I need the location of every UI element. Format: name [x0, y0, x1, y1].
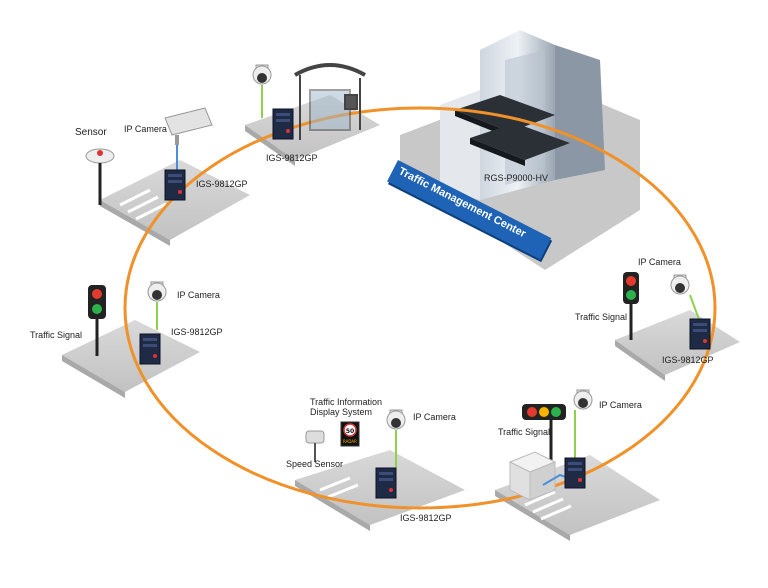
switch-icon	[564, 457, 586, 489]
signal-label: Traffic Signal	[30, 330, 83, 340]
crosswalk-stripes	[119, 188, 572, 521]
camera-label: IP Camera	[599, 400, 642, 410]
signal-label: Traffic Signal	[498, 427, 551, 437]
switch-icon	[689, 318, 711, 350]
traffic-signal-icon	[88, 285, 106, 356]
ip-camera-icon	[252, 64, 272, 118]
camera-label: IP Camera	[124, 124, 167, 134]
traffic-signal-icon	[623, 272, 639, 340]
switch-label: IGS-9812GP	[400, 513, 452, 523]
display-value: 50	[346, 428, 354, 435]
fiber-ring	[123, 106, 717, 510]
traffic-signal-icon	[522, 404, 566, 470]
display-sub: RADAR	[343, 439, 357, 444]
sensor-label: Sensor	[75, 127, 107, 138]
bus-shelter	[294, 63, 366, 140]
switch-label: IGS-9812GP	[662, 355, 714, 365]
ip-camera-icon	[670, 274, 701, 323]
ip-camera-icon	[573, 389, 593, 462]
camera-label: IP Camera	[413, 412, 456, 422]
switch-label: IGS-9812GP	[196, 179, 248, 189]
switch-icon	[164, 169, 186, 201]
cabinet	[508, 451, 576, 501]
switch-icon	[139, 333, 161, 365]
signal-label: Traffic Signal	[575, 312, 628, 322]
traffic-info-display: 50 RADAR	[340, 421, 360, 447]
rgs-label: RGS-P9000-HV	[484, 173, 549, 183]
speed-sensor-icon	[305, 430, 325, 462]
switch-label: IGS-9812GP	[266, 153, 318, 163]
display-label: Display System	[310, 407, 373, 417]
ip-camera-icon	[386, 409, 406, 468]
camera-label: IP Camera	[177, 290, 220, 300]
switch-icon	[375, 467, 397, 499]
speed-label: Speed Sensor	[286, 459, 344, 469]
switch-icon	[272, 108, 294, 140]
sensor-icon	[85, 148, 115, 205]
ip-camera-icon	[147, 281, 167, 330]
display-label: Traffic Information	[310, 397, 383, 407]
switch-label: IGS-9812GP	[171, 327, 223, 337]
camera-label: IP Camera	[638, 257, 681, 267]
